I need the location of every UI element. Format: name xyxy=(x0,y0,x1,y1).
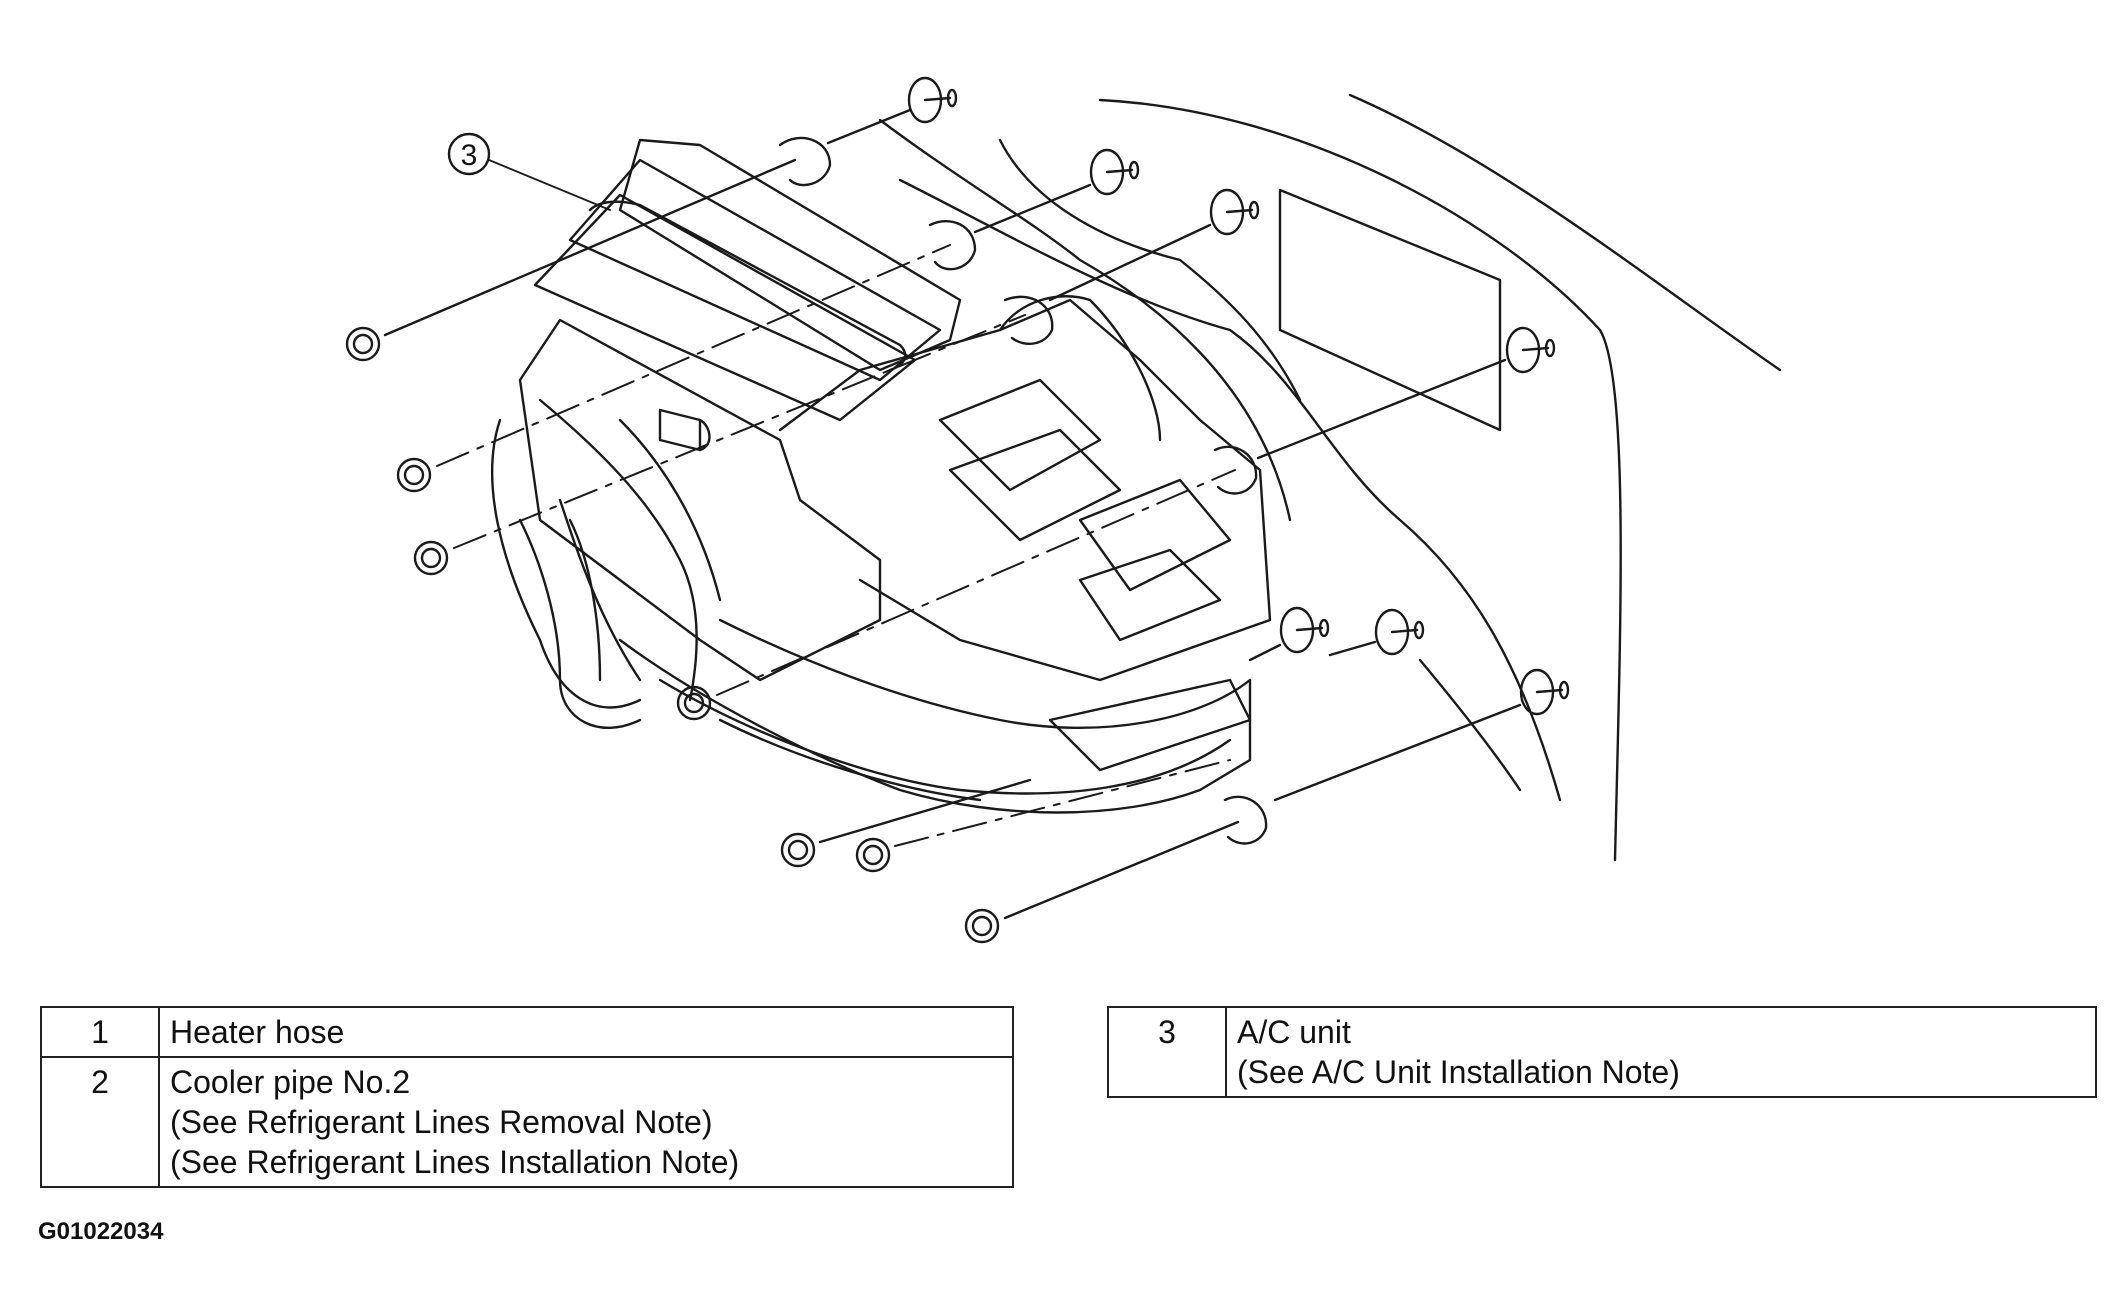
legend-item-number: 3 xyxy=(1107,1006,1227,1098)
stud-icon xyxy=(1089,148,1140,196)
legend-item-description: Cooler pipe No.2 (See Refrigerant Lines R… xyxy=(158,1056,1014,1188)
legend-item-description: Heater hose xyxy=(158,1006,1014,1058)
legend-rows-left: 1 Heater hose 2 Cooler pipe No.2 (See Refrig… xyxy=(40,1006,1014,1188)
callout-leader xyxy=(488,159,611,211)
nut-icon xyxy=(855,837,891,873)
stud-icon xyxy=(1209,188,1260,236)
legend-table-right: 3 A/C unit (See A/C Unit Installation Note… xyxy=(1107,1006,2097,1098)
figure-id: G01022034 xyxy=(38,1218,164,1245)
nuts xyxy=(345,326,1000,944)
legend-row: 1 Heater hose xyxy=(40,1006,1014,1058)
nut-icon xyxy=(676,685,712,721)
legend-item-line: (See A/C Unit Installation Note) xyxy=(1237,1054,1680,1090)
callout-circle xyxy=(447,132,491,176)
studs xyxy=(907,76,1570,716)
legend-rows-right: 3 A/C unit (See A/C Unit Installation Note… xyxy=(1107,1006,2097,1098)
firewall-panel xyxy=(878,93,1782,862)
legend-row: 3 A/C unit (See A/C Unit Installation Note… xyxy=(1107,1006,2097,1098)
legend-item-number: 2 xyxy=(40,1056,160,1188)
nut-icon xyxy=(964,908,1000,944)
legend-item-line: Heater hose xyxy=(170,1014,345,1050)
legend-item-number: 1 xyxy=(40,1006,160,1058)
callout-3: 3 xyxy=(447,132,611,211)
nut-icon xyxy=(345,326,381,362)
legend-item-description: A/C unit (See A/C Unit Installation Note) xyxy=(1225,1006,2097,1098)
legend-item-line: (See Refrigerant Lines Removal Note) xyxy=(170,1104,713,1140)
ac-unit-body xyxy=(490,136,1272,845)
callout-label: 3 xyxy=(461,139,478,172)
stud-icon xyxy=(1279,606,1330,654)
stud-icon xyxy=(1374,608,1425,656)
legend-item-line: A/C unit xyxy=(1237,1014,1351,1050)
legend-table-left: 1 Heater hose 2 Cooler pipe No.2 (See Refrig… xyxy=(40,1006,1014,1188)
legend-item-line: Cooler pipe No.2 xyxy=(170,1064,411,1100)
stud-icon xyxy=(1505,326,1556,374)
nut-icon xyxy=(396,457,432,493)
stud-icon xyxy=(907,76,958,124)
nut-icon xyxy=(413,540,449,576)
legend-item-line: (See Refrigerant Lines Installation Note… xyxy=(170,1144,740,1180)
guide-lines xyxy=(383,108,1522,920)
legend-row: 2 Cooler pipe No.2 (See Refrigerant Lines … xyxy=(40,1056,1014,1188)
stud-icon xyxy=(1519,668,1570,716)
ac-unit-diagram: 3 xyxy=(345,76,1782,944)
nut-icon xyxy=(780,832,816,868)
